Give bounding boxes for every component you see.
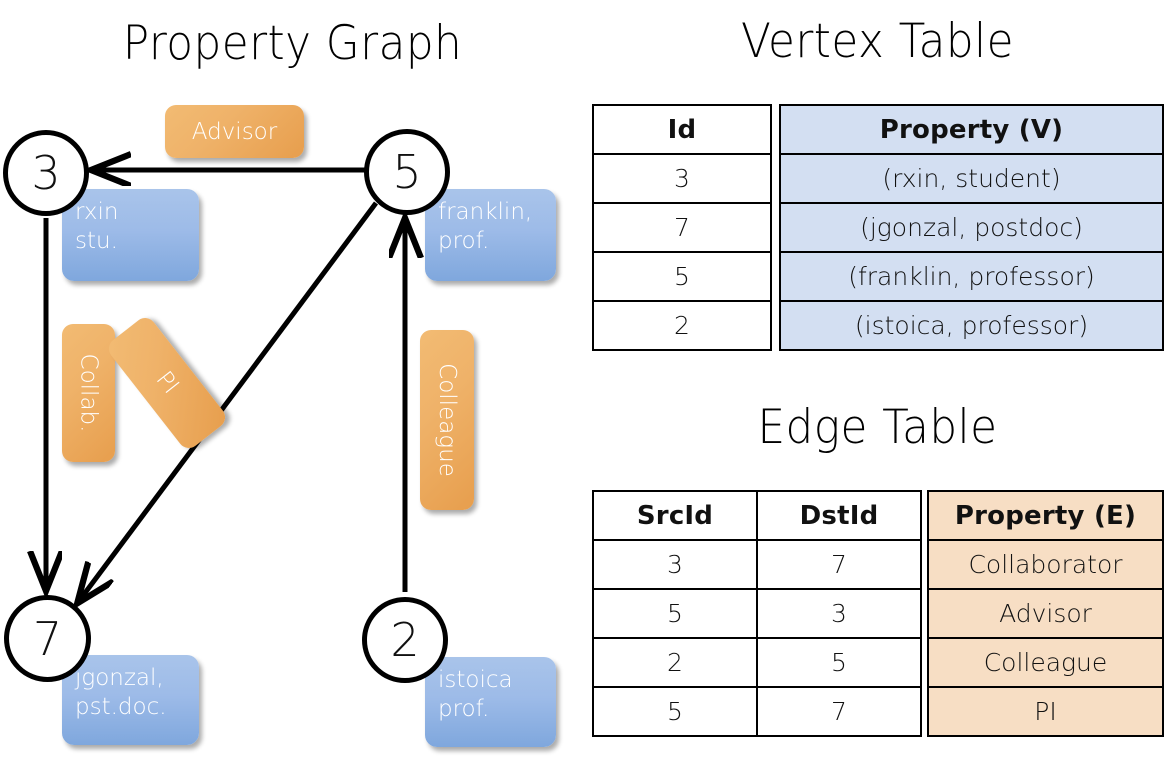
edge-property-cell: PI xyxy=(927,686,1164,737)
graph-node-5[interactable]: 5 xyxy=(364,129,450,215)
table-row[interactable]: 7 xyxy=(592,202,772,253)
edge-label-pi-text: PI xyxy=(150,366,184,400)
vertex-property-box-7: jgonzal, pst.doc. xyxy=(62,655,199,745)
vertex-id-cell: 2 xyxy=(592,300,772,351)
column-header-id: Id xyxy=(592,104,772,155)
table-row[interactable]: 5 xyxy=(592,251,772,302)
column-header-property-v: Property (V) xyxy=(779,104,1164,155)
vertex-property-cell: (istoica, professor) xyxy=(779,300,1164,351)
edge-dst-cell: 7 xyxy=(756,539,922,590)
table-row[interactable]: 5 3 xyxy=(592,588,922,639)
vertex-property-cell: (rxin, student) xyxy=(779,153,1164,204)
table-header-row: Id xyxy=(592,104,772,155)
edge-label-advisor-text: Advisor xyxy=(191,118,278,145)
page-title-property-graph: Property Graph xyxy=(122,16,463,71)
edge-src-cell: 3 xyxy=(592,539,758,590)
graph-edges-svg xyxy=(0,0,585,760)
edge-label-collab: Collab. xyxy=(62,324,115,462)
table-row[interactable]: 2 5 xyxy=(592,637,922,688)
vertex-property-cell: (jgonzal, postdoc) xyxy=(779,202,1164,253)
table-row[interactable]: Colleague xyxy=(927,637,1164,688)
vertex-property-box-3: rxin stu. xyxy=(62,189,199,281)
edge-label-advisor: Advisor xyxy=(165,105,304,158)
graph-node-7[interactable]: 7 xyxy=(4,595,91,682)
vertex-property-table: Property (V) (rxin, student) (jgonzal, p… xyxy=(779,104,1164,351)
property-graph-panel: Property Graph Advisor Collab. PI Collea… xyxy=(0,0,585,760)
edge-property-table: Property (E) Collaborator Advisor Collea… xyxy=(927,490,1164,737)
edge-dst-cell: 3 xyxy=(756,588,922,639)
edge-arrow-5-to-7 xyxy=(79,201,379,601)
edge-property-cell: Collaborator xyxy=(927,539,1164,590)
column-header-dstid: DstId xyxy=(756,490,922,541)
table-row[interactable]: (jgonzal, postdoc) xyxy=(779,202,1164,253)
table-row[interactable]: 3 xyxy=(592,153,772,204)
graph-node-3[interactable]: 3 xyxy=(3,130,89,216)
edge-dst-cell: 5 xyxy=(756,637,922,688)
vertex-id-cell: 3 xyxy=(592,153,772,204)
table-header-row: SrcId DstId xyxy=(592,490,922,541)
vertex-id-cell: 7 xyxy=(592,202,772,253)
edge-label-collab-text: Collab. xyxy=(75,353,102,433)
table-row[interactable]: Collaborator xyxy=(927,539,1164,590)
table-row[interactable]: (franklin, professor) xyxy=(779,251,1164,302)
edge-property-cell: Colleague xyxy=(927,637,1164,688)
vertex-property-box-2: istoica prof. xyxy=(425,657,556,747)
edge-src-cell: 5 xyxy=(592,686,758,737)
page-title-edge-table: Edge Table xyxy=(757,400,998,455)
edge-ids-table: SrcId DstId 3 7 5 3 2 5 5 7 xyxy=(592,490,922,737)
edge-label-colleague-text: Colleague xyxy=(434,363,460,477)
table-row[interactable]: Advisor xyxy=(927,588,1164,639)
edge-src-cell: 2 xyxy=(592,637,758,688)
edge-dst-cell: 7 xyxy=(756,686,922,737)
edge-src-cell: 5 xyxy=(592,588,758,639)
table-row[interactable]: (istoica, professor) xyxy=(779,300,1164,351)
graph-node-2[interactable]: 2 xyxy=(362,597,448,683)
table-header-row: Property (E) xyxy=(927,490,1164,541)
table-row[interactable]: 3 7 xyxy=(592,539,922,590)
vertex-id-table: Id 3 7 5 2 xyxy=(592,104,772,351)
vertex-property-box-5: franklin, prof. xyxy=(425,189,556,281)
column-header-property-e: Property (E) xyxy=(927,490,1164,541)
table-row[interactable]: 5 7 xyxy=(592,686,922,737)
column-header-srcid: SrcId xyxy=(592,490,758,541)
table-row[interactable]: PI xyxy=(927,686,1164,737)
vertex-id-cell: 5 xyxy=(592,251,772,302)
table-header-row: Property (V) xyxy=(779,104,1164,155)
edge-label-colleague: Colleague xyxy=(420,330,474,510)
table-row[interactable]: 2 xyxy=(592,300,772,351)
page-title-vertex-table: Vertex Table xyxy=(740,14,1015,69)
edge-property-cell: Advisor xyxy=(927,588,1164,639)
table-row[interactable]: (rxin, student) xyxy=(779,153,1164,204)
vertex-property-cell: (franklin, professor) xyxy=(779,251,1164,302)
